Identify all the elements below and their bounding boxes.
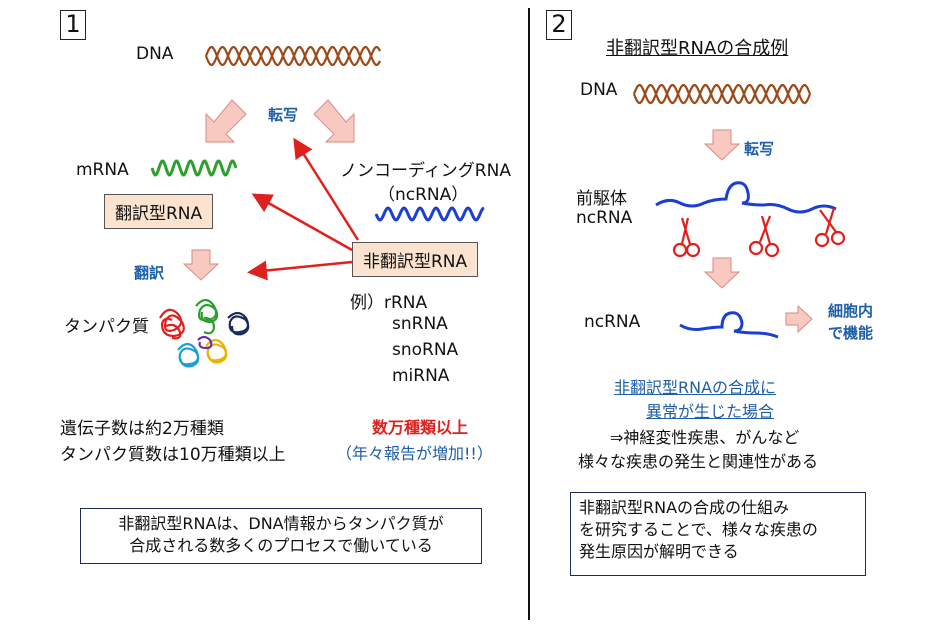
block-arrow-to-ncrna [313,99,355,143]
transcription-label-left: 転写 [268,106,299,124]
mature-ncrna-strand [679,311,779,339]
abnormal-line1: 非翻訳型RNAの合成に [614,378,777,397]
block-arrow-right-function [785,304,813,334]
panel-number-1: 1 [60,10,86,40]
mrna-label: mRNA [76,160,129,180]
dna-label-right: DNA [580,80,618,100]
scissors-icon-1 [672,217,701,258]
dna-helix-left [204,45,381,67]
disease-line1: ⇒神経変性疾患、がんなど [610,428,800,447]
protein-yellow [205,338,228,364]
translation-label: 翻訳 [134,264,165,282]
red-arrow-to-protein [247,260,353,281]
ncrna-count: 数万種類以上 [372,418,469,437]
right-summary-line1: 非翻訳型RNAの合成の仕組み [579,498,790,517]
example-snrna: snRNA [392,314,448,334]
left-summary-line1: 非翻訳型RNAは、DNA情報からタンパク質が [118,514,444,533]
block-arrow-to-mrna [205,99,247,143]
abnormal-line2: 異常が生じた場合 [646,402,775,421]
dna-helix-right [632,83,812,105]
protein-cluster [159,298,250,368]
red-arrow-to-translated-rna [251,193,353,252]
translated-rna-box: 翻訳型RNA [104,194,214,229]
precursor-line2: ncRNA [576,208,633,228]
left-summary-line2: 合成される数多くのプロセスで働いている [129,536,433,555]
disease-line2: 様々な疾患の発生と関連性がある [578,452,819,471]
gene-count: 遺伝子数は約2万種類 [60,419,224,439]
transcription-label-right: 転写 [744,140,775,158]
precursor-ncrna-strand [655,181,837,214]
example-rrna: 例）rRNA [350,293,428,313]
scissors-icon [672,207,846,258]
panel-number-2: 2 [546,10,572,40]
block-arrow-right-processing [703,257,741,289]
nontranslated-rna-box: 非翻訳型RNA [352,242,479,277]
scissors-icon-2 [748,215,780,258]
left-summary-box: 非翻訳型RNAは、DNA情報からタンパク質が 合成される数多くのプロセスで働いて… [80,508,482,564]
function-line2: で機能 [828,324,874,342]
right-title: 非翻訳型RNAの合成例 [606,38,789,59]
example-mirna: miRNA [392,366,450,386]
protein-red [159,308,185,340]
protein-count: タンパク質数は10万種類以上 [60,445,286,465]
protein-purple [197,335,213,350]
red-arrow-to-transcription [293,137,360,241]
right-summary-box: 非翻訳型RNAの合成の仕組み を研究することで、様々な疾患の 発生原因が解明でき… [570,492,866,576]
scissors-icon-3 [814,207,846,248]
block-arrow-translation [182,249,220,281]
right-summary-line3: 発生原因が解明できる [579,542,739,561]
right-summary-line2: を研究することで、様々な疾患の [579,520,818,539]
mature-ncrna-label: ncRNA [584,312,641,332]
ncrna-wave [374,206,485,222]
protein-cyan [177,342,200,368]
function-line1: 細胞内 [828,302,874,320]
dna-label-left: DNA [136,44,174,64]
example-snorna: snoRNA [392,340,459,360]
panel-divider [528,8,530,620]
block-arrow-right-transcription [703,129,741,161]
protein-green [195,298,219,335]
ncrna-title: ノンコーディングRNA [340,161,511,181]
ncrna-note: （年々報告が増加!!） [336,444,493,463]
protein-label: タンパク質 [64,317,149,337]
mrna-wave [150,159,238,177]
protein-navy [227,311,250,336]
ncrna-abbr: （ncRNA） [378,185,469,205]
precursor-line1: 前駆体 [576,189,627,209]
